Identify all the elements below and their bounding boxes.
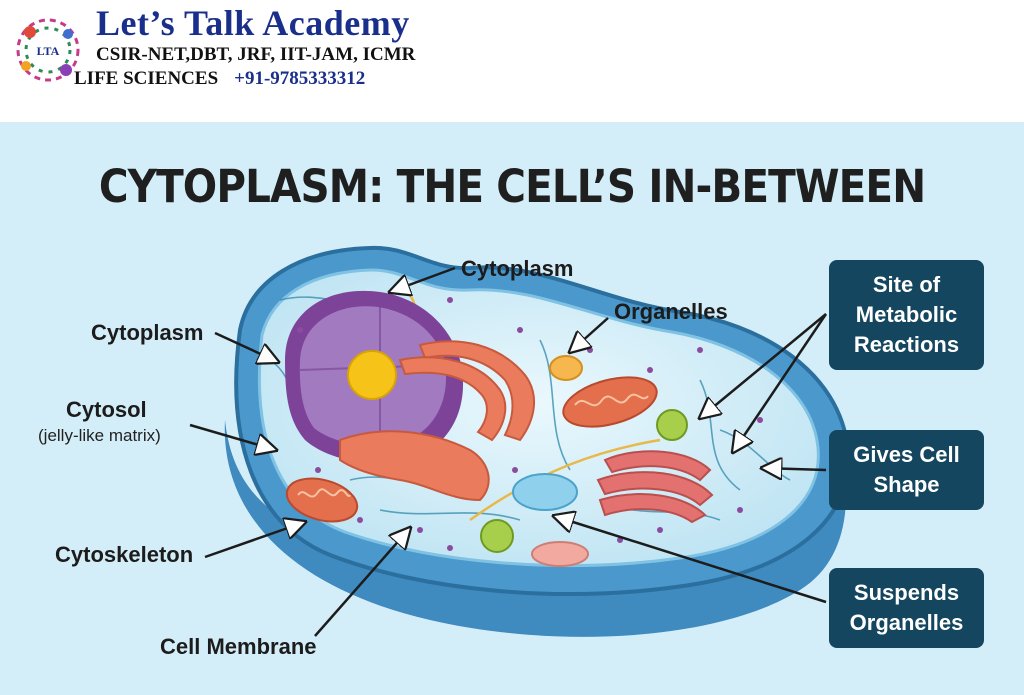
mitochondrion-left (285, 477, 359, 523)
box-shape-line2: Shape (873, 472, 940, 497)
academy-logo: LTA (16, 18, 80, 82)
mitochondrion-right (562, 376, 658, 428)
label-cytoplasm-top: Cytoplasm (461, 256, 574, 281)
label-cytosol-note: (jelly-like matrix) (38, 426, 161, 445)
subject-text: LIFE SCIENCES (74, 68, 219, 89)
nucleolus (347, 350, 397, 400)
diagram-title: CYTOPLASM: THE CELL’S IN-BETWEEN (98, 160, 926, 213)
label-cytoskeleton: Cytoskeleton (55, 542, 194, 567)
lysosome (549, 355, 583, 381)
subject-line: LIFE SCIENCES +91-9785333312 (74, 68, 365, 90)
box-metabolic-line2: Metabolic (855, 302, 958, 327)
lysosome (531, 541, 589, 567)
nucleus (285, 290, 464, 463)
annotation-arrows (189, 266, 828, 637)
box-suspends-line2: Organelles (849, 610, 964, 635)
header-banner: LTA Let’s Talk Academy CSIR-NET,DBT, JRF… (0, 0, 1024, 122)
exam-list: CSIR-NET,DBT, JRF, IIT-JAM, ICMR (96, 44, 416, 65)
microtubule (469, 438, 661, 522)
box-metabolic-line1: Site of (872, 272, 941, 297)
phone-number[interactable]: +91-9785333312 (234, 68, 366, 89)
box-metabolic-reactions: Site of Metabolic Reactions (829, 260, 984, 370)
box-suspends-line1: Suspends (853, 580, 960, 605)
svg-text:LTA: LTA (37, 44, 60, 58)
vacuole (512, 473, 578, 511)
golgi-right (596, 450, 714, 524)
box-suspends-organelles: Suspends Organelles (829, 568, 984, 648)
label-organelles: Organelles (614, 299, 728, 324)
box-shape-line1: Gives Cell (853, 442, 960, 467)
label-cell-membrane: Cell Membrane (160, 634, 317, 659)
academy-name: Let’s Talk Academy (96, 3, 410, 43)
box-metabolic-line3: Reactions (853, 332, 960, 357)
chloroplast-like-vesicle (480, 519, 514, 553)
golgi-apparatus (339, 340, 536, 502)
label-cytoplasm-left: Cytoplasm (91, 320, 204, 345)
label-cytosol: Cytosol (66, 397, 147, 422)
box-gives-cell-shape: Gives Cell Shape (829, 430, 984, 510)
chloroplast-like-vesicle (656, 409, 688, 441)
